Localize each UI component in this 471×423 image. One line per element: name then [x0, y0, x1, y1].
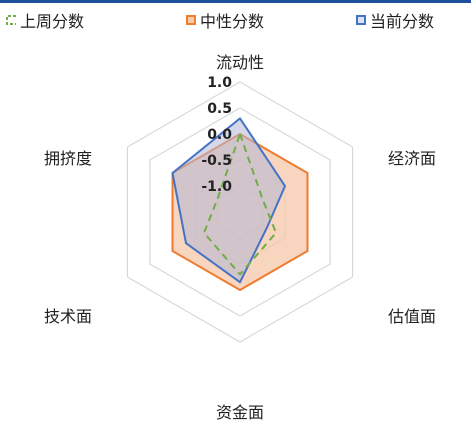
legend-item-last-week: 上周分数 — [6, 8, 84, 32]
legend-item-neutral: 中性分数 — [186, 8, 264, 32]
grid-ring — [149, 107, 331, 317]
legend-swatch-dashed-icon — [6, 15, 16, 25]
legend-label: 当前分数 — [370, 12, 435, 31]
tick-label: -0.5 — [201, 153, 232, 169]
top-rule — [0, 0, 471, 3]
axis-label-0: 流动性 — [216, 53, 264, 72]
tick-label: 0.5 — [207, 101, 232, 117]
legend-swatch-icon — [356, 15, 366, 25]
legend-label: 中性分数 — [200, 12, 265, 31]
axis-label-5: 拥挤度 — [44, 149, 92, 168]
axis-label-4: 技术面 — [44, 307, 92, 326]
series-polygon-last-week — [203, 133, 277, 276]
tick-label: -1.0 — [201, 179, 232, 195]
axis-label-3: 资金面 — [216, 403, 264, 422]
radar-tick-labels: 1.0 0.5 0.0 -0.5 -1.0 — [201, 75, 232, 195]
axis-label-2: 估值面 — [388, 307, 436, 326]
tick-label: 0.0 — [207, 127, 232, 143]
grid-ring — [126, 81, 354, 343]
tick-label: 1.0 — [207, 75, 232, 91]
legend-swatch-icon — [186, 15, 196, 25]
legend-label: 上周分数 — [20, 12, 85, 31]
chart-legend: 上周分数 中性分数 当前分数 — [0, 8, 471, 34]
axis-label-1: 经济面 — [388, 149, 436, 168]
legend-item-current: 当前分数 — [356, 8, 434, 32]
radar-series — [171, 117, 309, 291]
series-polygon-current — [171, 117, 286, 284]
